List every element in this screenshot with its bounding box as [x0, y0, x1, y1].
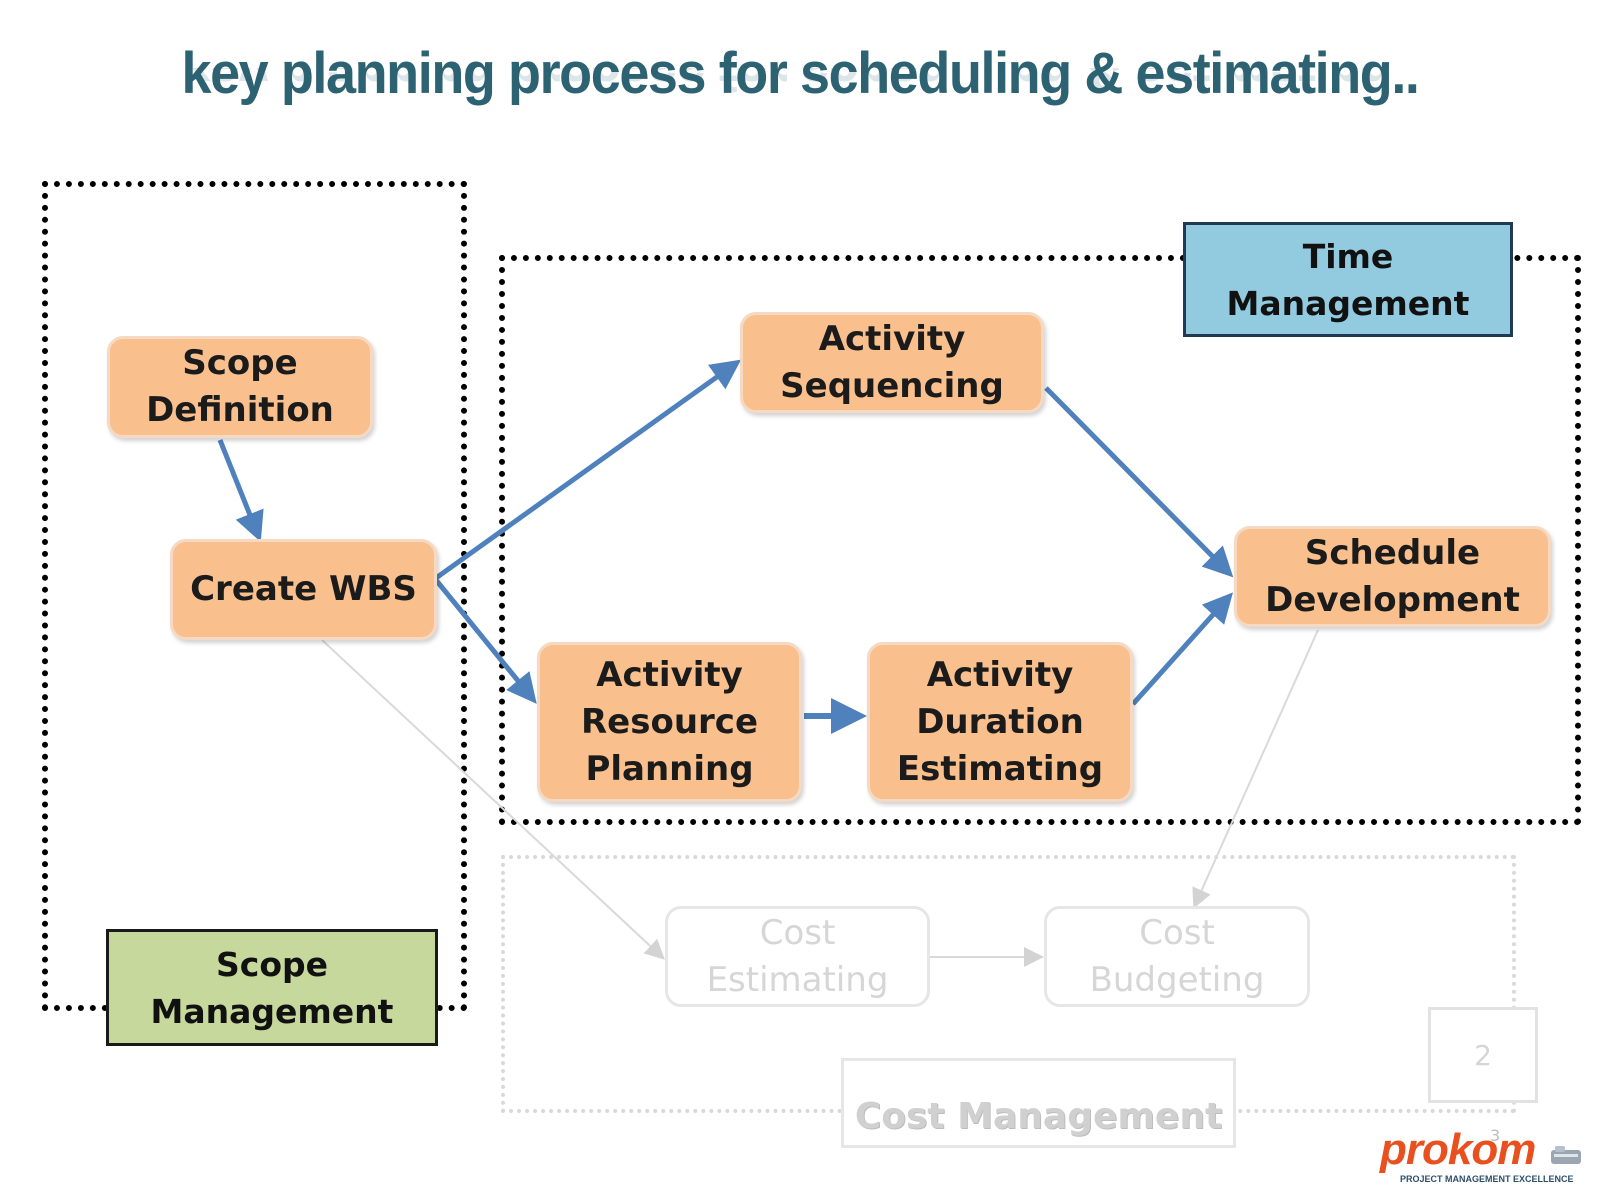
process-create-wbs: Create WBS [170, 539, 437, 640]
process-label: Scope Definition [146, 343, 334, 430]
process-cost-estimating: Cost Estimating [665, 906, 930, 1007]
stray-mark: 3 [1490, 1126, 1501, 1145]
process-label: Cost Budgeting [1089, 912, 1265, 1000]
process-activity-sequencing: Activity Sequencing [740, 312, 1044, 413]
process-scope-definition: Scope Definition [107, 336, 373, 438]
arrow-duration-to-schedule [1131, 592, 1234, 706]
process-schedule-development: Schedule Development [1234, 526, 1551, 627]
logo-emblem-icon [1551, 1146, 1581, 1164]
time-management-region [499, 255, 1581, 825]
process-label: Activity Duration Estimating [896, 654, 1104, 789]
process-label: Activity Sequencing [780, 318, 1004, 406]
slide-title: key planning process for scheduling & es… [181, 41, 1419, 106]
logo-tagline: PROJECT MANAGEMENT EXCELLENCE [1400, 1174, 1574, 1184]
arrow-wbs-to-resource-planning [434, 578, 537, 704]
arrow-wbs-to-sequencing [434, 359, 742, 581]
process-label: Cost Estimating [706, 912, 889, 1000]
process-activity-resource-planning: Activity Resource Planning [537, 642, 802, 802]
process-label: Create WBS [190, 569, 417, 609]
logo-wordmark: prokom [1380, 1125, 1536, 1174]
time-management-label: Time Management [1183, 222, 1513, 337]
arrow-sequencing-to-schedule [1044, 386, 1234, 578]
scope-management-label: Scope Management [106, 929, 438, 1046]
cost-management-label: Cost Management [841, 1058, 1236, 1148]
process-cost-budgeting: Cost Budgeting [1044, 906, 1310, 1007]
page-number: 2 [1428, 1007, 1538, 1103]
process-label: Schedule Development [1265, 532, 1520, 620]
arrow-schedule-to-cost-budgeting [1192, 629, 1319, 909]
process-label: Activity Resource Planning [580, 654, 759, 789]
process-activity-duration-estimating: Activity Duration Estimating [867, 642, 1133, 802]
prokom-logo: prokom PROJECT MANAGEMENT EXCELLENCE [1380, 1125, 1590, 1195]
arrow-wbs-to-cost-estimating [321, 639, 665, 960]
arrow-scope-def-to-wbs [217, 439, 264, 542]
